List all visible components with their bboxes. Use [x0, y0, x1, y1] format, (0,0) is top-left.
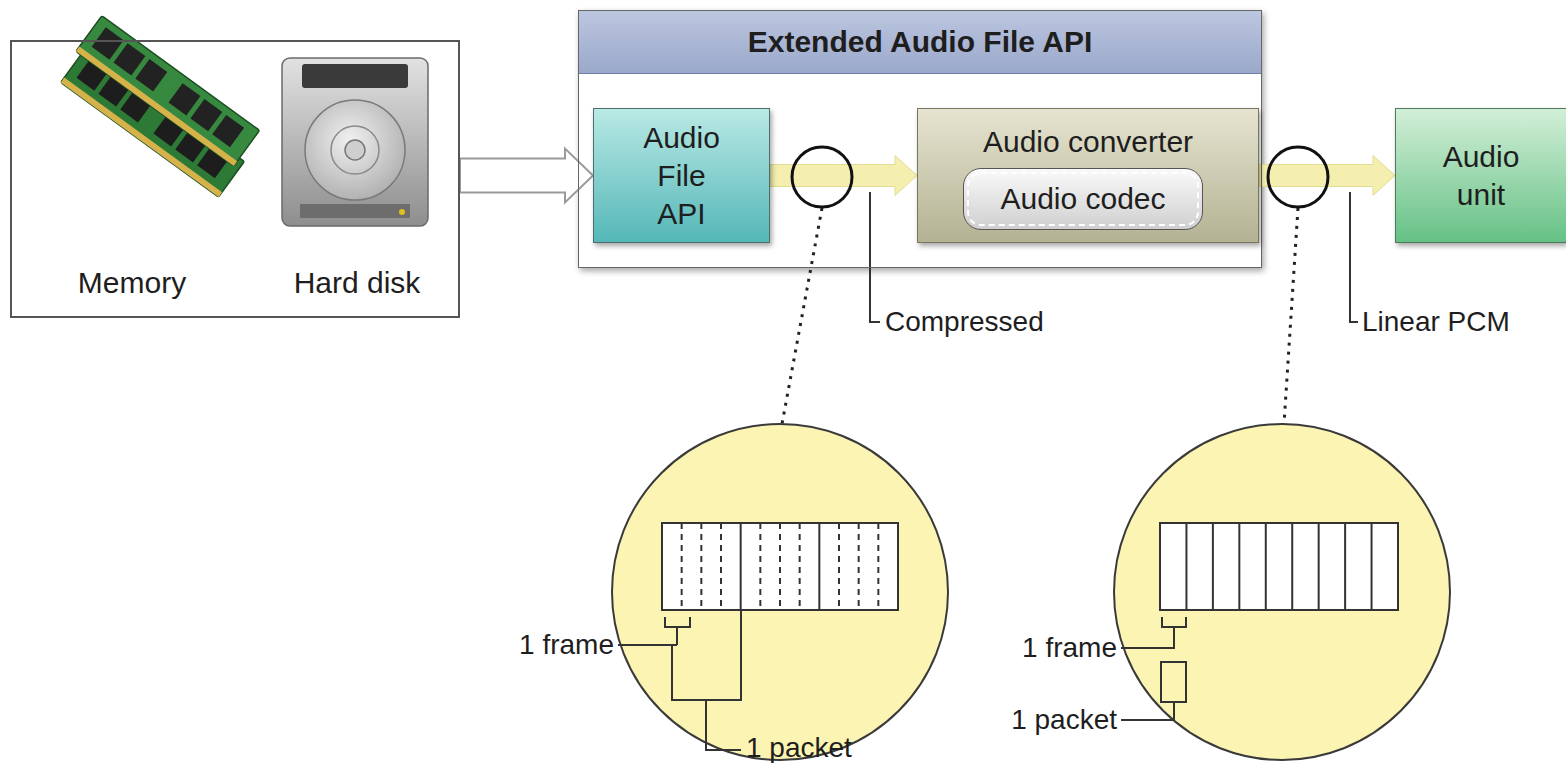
zoom-marker: [1268, 147, 1328, 207]
frame-divider: [779, 523, 781, 610]
data-flow-arrow: [460, 149, 593, 203]
packet-divider: [818, 523, 820, 610]
node-label: Audio File API: [632, 119, 732, 233]
node-label: Audio unit: [1431, 138, 1531, 214]
leader-line: [870, 192, 880, 322]
frame-divider: [858, 523, 860, 610]
codec-box: Audio codec: [963, 168, 1203, 230]
zoom-linear-pcm: [1114, 208, 1450, 760]
frame-divider: [877, 523, 879, 610]
frame-divider: [1344, 523, 1346, 610]
hard-disk-icon: [282, 58, 428, 226]
format-label: Linear PCM: [1362, 306, 1510, 338]
node-label: Hard disk: [257, 264, 457, 302]
frame-divider: [1291, 523, 1293, 610]
zoom-compressed: [612, 208, 948, 760]
storage-box: Memory Hard disk: [10, 40, 460, 318]
frame-divider: [799, 523, 801, 610]
frame-divider: [1371, 523, 1373, 610]
format-label: Compressed: [885, 306, 1044, 338]
panel-body: [578, 10, 1262, 268]
frame-divider: [1185, 523, 1187, 610]
packet-divider: [740, 523, 742, 610]
frame-divider: [1318, 523, 1320, 610]
process-box: Audio unit: [1395, 108, 1566, 243]
frame-divider: [759, 523, 761, 610]
frame-divider: [681, 523, 683, 610]
process-box: Audio File API: [593, 108, 770, 243]
callout-label: 1 packet: [1011, 704, 1117, 736]
node-label: Memory: [32, 264, 232, 302]
memory-icon: [61, 16, 260, 197]
converter-box: Audio converterAudio codec: [917, 108, 1259, 243]
frame-divider: [700, 523, 702, 610]
api-panel: Extended Audio File API Audio File API Aud…: [578, 10, 1262, 268]
frame-divider: [720, 523, 722, 610]
node-label: Audio converter: [918, 123, 1258, 161]
callout-label: 1 frame: [1022, 632, 1117, 664]
callout-label: 1 packet: [746, 732, 852, 764]
node-label: Audio codec: [1000, 180, 1165, 218]
callout-label: 1 frame: [519, 629, 614, 661]
panel-title: Extended Audio File API: [579, 11, 1261, 74]
frame-divider: [1265, 523, 1267, 610]
frame-divider: [838, 523, 840, 610]
zoom-marker: [792, 147, 852, 207]
leader-line: [1350, 192, 1358, 322]
frame-divider: [1238, 523, 1240, 610]
frame-divider: [1212, 523, 1214, 610]
